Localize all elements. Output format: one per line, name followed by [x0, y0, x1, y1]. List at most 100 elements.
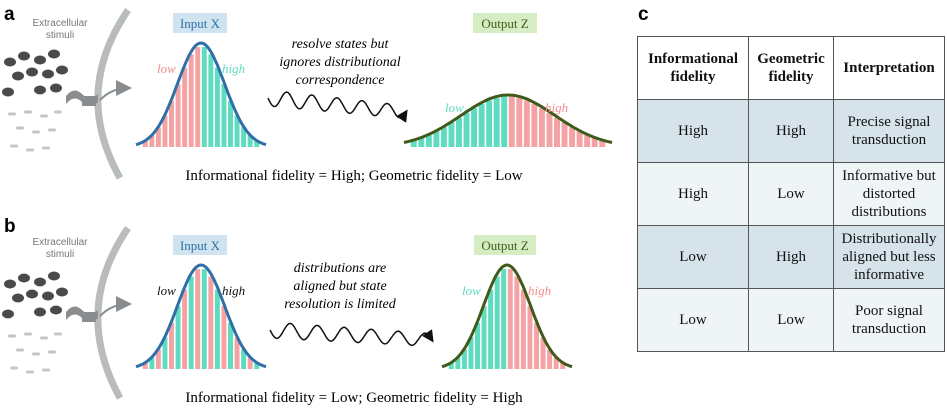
interp-text: Precise signal	[847, 114, 931, 130]
panel-c-letter: c	[638, 4, 649, 25]
header-text: fidelity	[670, 69, 716, 85]
histogram-bar	[214, 67, 220, 147]
histogram-bar	[241, 127, 247, 147]
interp-text: Distributionally	[841, 231, 937, 247]
histogram-bar	[540, 337, 546, 369]
histogram-bar	[175, 84, 181, 147]
histogram-bar	[456, 117, 462, 147]
header-text: fidelity	[768, 69, 814, 85]
signal-arrow	[99, 80, 132, 101]
panel-b-letter: b	[4, 216, 16, 237]
header-text: Informational	[648, 51, 738, 67]
histogram-bar	[514, 276, 520, 369]
input-label-box	[173, 13, 227, 33]
histogram-bar	[478, 103, 485, 147]
histogram-bar	[481, 306, 487, 369]
molecule-icon	[34, 85, 46, 95]
cell-geometric: High	[748, 99, 834, 163]
cell-membrane	[94, 8, 131, 180]
histogram-bar	[547, 349, 553, 369]
interp-text: Informative but	[842, 168, 936, 184]
interp-text: aligned but less	[842, 249, 936, 265]
cell-geometric: Low	[748, 162, 834, 226]
histogram-bar	[501, 96, 508, 147]
output-label-box	[474, 235, 536, 255]
signal-arrow	[99, 296, 132, 317]
molecule-icon	[24, 110, 32, 114]
histogram-bar	[461, 349, 467, 369]
receptor-icon	[66, 90, 98, 106]
table-header-row: Informational fidelity Geometric fidelit…	[637, 36, 945, 100]
histogram-bar	[169, 100, 174, 147]
molecule-icon	[48, 350, 56, 354]
histogram-bar	[221, 84, 227, 147]
molecule-icon	[48, 128, 56, 132]
wavy-arrow	[267, 91, 408, 123]
histogram-bar	[247, 135, 253, 147]
molecule-icon	[42, 291, 54, 301]
output-low-label: low	[462, 283, 481, 298]
histogram-bar	[493, 97, 500, 147]
molecule-cluster	[2, 271, 68, 374]
histogram-bar	[208, 276, 214, 369]
stimuli-label-line1: Extracellular	[32, 237, 88, 248]
molecule-icon	[4, 57, 16, 67]
histogram-bar	[228, 322, 233, 369]
table-row: High Low Informative but distorted distr…	[637, 162, 945, 226]
histogram-bar	[195, 269, 201, 369]
output-label: Output Z	[481, 16, 528, 31]
histogram-bar	[201, 269, 207, 369]
molecule-icon	[32, 130, 40, 134]
molecule-icon	[12, 71, 24, 81]
histogram-bar	[234, 115, 240, 147]
histogram-bar	[584, 134, 591, 147]
molecule-icon	[4, 279, 16, 289]
interp-text: informative	[854, 267, 924, 283]
histogram-bar	[155, 127, 161, 147]
histogram-bar	[410, 140, 417, 147]
panel-a: a Extracellular stimuli Input X low high…	[2, 4, 613, 184]
histogram-bar	[494, 276, 500, 369]
histogram-bar	[507, 269, 513, 369]
header-geometric-fidelity: Geometric fidelity	[748, 36, 834, 100]
molecule-icon	[10, 366, 18, 370]
output-label-box	[473, 13, 537, 33]
header-informational-fidelity: Informational fidelity	[637, 36, 749, 100]
molecule-icon	[16, 348, 24, 352]
molecule-icon	[8, 334, 16, 338]
molecule-icon	[26, 289, 38, 299]
input-histogram	[135, 41, 267, 148]
output-low-label: low	[445, 100, 464, 115]
histogram-bar	[546, 112, 553, 147]
cell-geometric: High	[748, 225, 834, 289]
header-interpretation: Interpretation	[833, 36, 945, 100]
molecule-icon	[48, 49, 60, 59]
output-high-label: high	[528, 283, 551, 298]
arrow-text-line3: resolution is limited	[284, 297, 396, 312]
input-low-label: low	[157, 61, 176, 76]
molecule-icon	[56, 65, 68, 75]
molecule-icon	[26, 148, 34, 152]
histogram-bar	[554, 117, 560, 147]
histogram-bar	[234, 337, 240, 369]
histogram-bar	[162, 115, 168, 147]
receptor-icon	[66, 306, 98, 322]
cell-informational: Low	[637, 225, 749, 289]
histogram-bar	[468, 337, 474, 369]
histogram-bar	[162, 337, 168, 369]
molecule-icon	[2, 309, 14, 319]
input-label-box	[173, 235, 227, 255]
molecule-icon	[50, 83, 62, 93]
input-high-label: high	[222, 61, 245, 76]
histogram-bar	[599, 140, 606, 147]
molecule-icon	[24, 332, 32, 336]
molecule-icon	[12, 293, 24, 303]
output-histogram	[441, 263, 573, 369]
molecule-icon	[56, 287, 68, 297]
histogram-bar	[531, 103, 538, 147]
cell-informational: High	[637, 99, 749, 163]
histogram-bar	[182, 289, 188, 369]
input-histogram	[135, 263, 267, 369]
table-row: Low High Distributionally aligned but le…	[637, 225, 945, 289]
molecule-icon	[50, 305, 62, 315]
